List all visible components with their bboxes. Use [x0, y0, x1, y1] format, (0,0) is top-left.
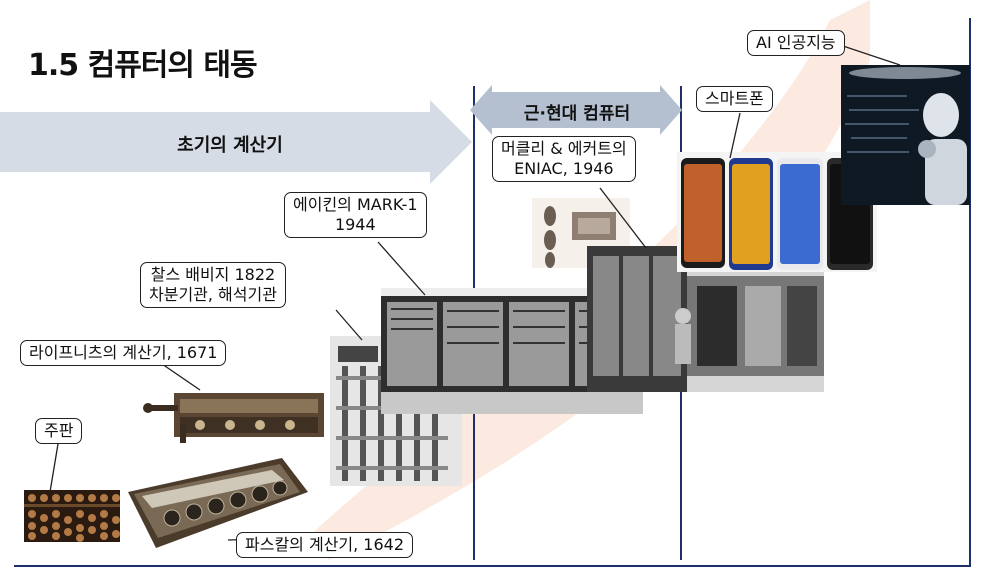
vacuum-tubes-image — [532, 198, 630, 268]
label-babbage-line1: 찰스 배비지 1822 — [150, 265, 276, 284]
early-era-label: 초기의 계산기 — [177, 135, 283, 156]
ai-image — [841, 65, 970, 205]
label-babbage: 찰스 배비지 1822 차분기관, 해석기관 — [140, 262, 286, 308]
label-eniac: 머클리 & 에커트의 ENIAC, 1946 — [492, 136, 636, 182]
pascal-calculator-image — [122, 452, 312, 552]
label-leibniz: 라이프니츠의 계산기, 1671 — [20, 340, 227, 366]
early-era-arrow — [0, 100, 472, 184]
divider-3 — [969, 18, 971, 566]
leibniz-calculator-image — [140, 385, 328, 445]
baseline — [14, 565, 971, 567]
modern-era-label: 근·현대 컴퓨터 — [523, 104, 631, 124]
label-mark1: 에이킨의 MARK-1 1944 — [284, 192, 427, 238]
label-mark1-line2: 1944 — [334, 215, 376, 234]
label-eniac-line2: ENIAC, 1946 — [514, 159, 614, 178]
modern-era-arrow — [470, 85, 682, 135]
label-abacus: 주판 — [35, 418, 83, 444]
label-pascal: 파스칼의 계산기, 1642 — [236, 532, 414, 558]
page-title: 1.5 컴퓨터의 태동 — [28, 48, 258, 83]
label-babbage-line2: 차분기관, 해석기관 — [149, 285, 277, 304]
abacus-image — [24, 490, 120, 542]
label-smartphone: 스마트폰 — [696, 86, 773, 112]
label-eniac-line1: 머클리 & 에커트의 — [501, 139, 627, 158]
label-ai: AI 인공지능 — [747, 30, 845, 56]
label-mark1-line1: 에이킨의 MARK-1 — [293, 195, 418, 214]
